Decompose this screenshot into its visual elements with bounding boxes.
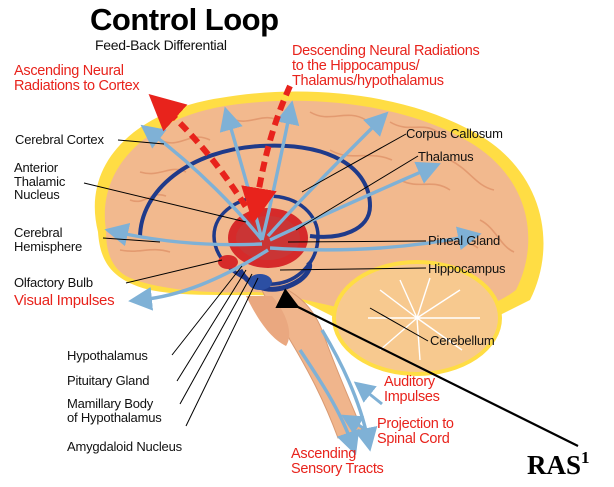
label-olfactory-bulb: Olfactory Bulb <box>14 276 93 290</box>
label-hypothalamus: Hypothalamus <box>67 349 148 363</box>
label-amygdaloid-nucleus: Amygdaloid Nucleus <box>67 440 182 454</box>
page-title: Control Loop <box>90 2 279 38</box>
label-visual-impulses: Visual Impulses <box>14 293 114 309</box>
label-pituitary-gland: Pituitary Gland <box>67 374 149 388</box>
label-cerebellum: Cerebellum <box>430 334 494 348</box>
ras-label: RAS1 <box>527 450 590 481</box>
page-subtitle: Feed-Back Differential <box>95 37 227 53</box>
label-anterior-thalamic: AnteriorThalamicNucleus <box>14 161 65 202</box>
label-corpus-callosum: Corpus Callosum <box>406 127 503 141</box>
label-cerebral-cortex: Cerebral Cortex <box>15 133 104 147</box>
label-ascending-cortex: Ascending NeuralRadiations to Cortex <box>14 64 139 94</box>
label-descending-hippocampus: Descending Neural Radiationsto the Hippo… <box>292 44 479 90</box>
label-ascending-sensory: AscendingSensory Tracts <box>291 447 384 477</box>
label-mamillary-body: Mamillary Bodyof Hypothalamus <box>67 397 162 424</box>
label-pineal-gland: Pineal Gland <box>428 234 500 248</box>
label-thalamus: Thalamus <box>418 150 473 164</box>
label-projection-spinal: Projection toSpinal Cord <box>377 417 454 447</box>
label-auditory-impulses: AuditoryImpulses <box>384 375 440 405</box>
label-cerebral-hemisphere: CerebralHemisphere <box>14 226 82 253</box>
ras-superscript: 1 <box>581 448 590 467</box>
label-hippocampus: Hippocampus <box>428 262 505 276</box>
